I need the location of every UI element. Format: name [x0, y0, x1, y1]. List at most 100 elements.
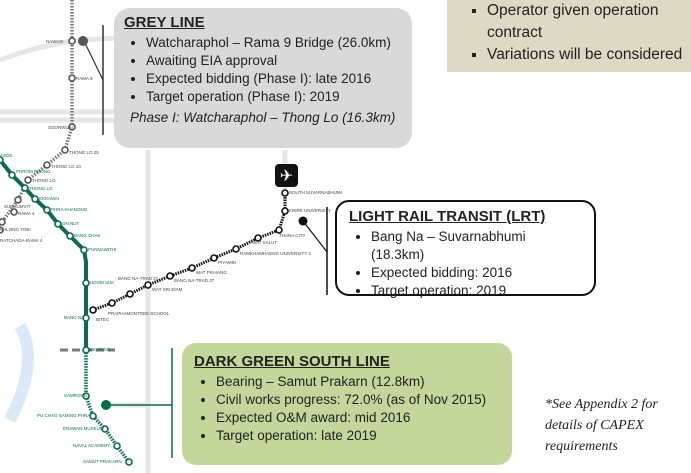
grey-phase: Phase I: Watcharaphol – Thong Lo (16.3km… — [130, 110, 396, 125]
station-label: SAMUT PRAKARN — [83, 459, 122, 464]
green-line-track — [0, 158, 88, 350]
station-marker — [0, 226, 4, 234]
station-label: KHLONG TOEI — [0, 227, 31, 232]
station-label: THANA CITY — [279, 233, 306, 238]
station-label: BITEC — [96, 317, 110, 322]
station-label: UDOM SUK — [90, 280, 114, 285]
station-label: NAVAL ACADEMY — [73, 443, 110, 448]
airport-icon — [275, 164, 298, 187]
grey-bullet: Target operation (Phase I): 2019 — [146, 88, 402, 106]
station-marker — [43, 161, 51, 169]
lrt-box: LIGHT RAIL TRANSIT (LRT) Bang Na – Suvar… — [335, 200, 596, 298]
station-marker — [144, 281, 152, 289]
station-marker — [66, 232, 74, 240]
station-label: THONG LO — [29, 186, 53, 191]
green-bullet: Civil works progress: 72.0% (as of Nov 2… — [216, 391, 500, 409]
station-label: SUKHUMVIT — [4, 204, 31, 209]
station-marker — [101, 425, 109, 433]
grey-connector — [83, 40, 104, 81]
station-marker — [126, 290, 134, 298]
station-marker — [210, 254, 218, 262]
station-marker — [82, 279, 90, 287]
grey-line-marker — [78, 36, 88, 46]
station-label: PU CHAO SAMING PHRAI — [37, 413, 92, 418]
lrt-bullet: Target operation: 2019 — [371, 282, 582, 300]
station-label: THONG LO 25 — [69, 150, 99, 155]
station-marker — [21, 184, 29, 192]
station-marker — [89, 306, 97, 314]
station-marker — [54, 220, 62, 228]
station-marker — [281, 207, 289, 215]
stations: NAWASI RAMA 9 SOONWIJAI THONG LO 25 THONG LO… — [0, 37, 342, 466]
station-label: SOUTH SUVARNABHUMI — [289, 190, 342, 195]
station-marker — [0, 218, 6, 226]
station-marker — [281, 189, 289, 197]
station-label: ERAWAN MUSEUM — [63, 426, 104, 431]
station-label: RAMA 4 — [18, 211, 35, 216]
station-label: BANG NA — [64, 315, 84, 320]
station-marker — [0, 156, 4, 164]
station-label: WAT PRAIANG — [196, 270, 227, 275]
station-marker — [61, 146, 69, 154]
station-label: RATCHADA-RAMA 4 — [0, 238, 43, 243]
station-marker — [125, 458, 133, 466]
operator-box: Operator given operation contractVariati… — [447, 0, 691, 72]
station-label: BANG NA-TRAD 37 — [174, 278, 215, 283]
green-bullet: Target operation: late 2019 — [216, 427, 500, 445]
station-label: WAT SALUT — [252, 240, 277, 245]
green-bullet: Bearing – Samut Prakarn (12.8km) — [216, 373, 500, 391]
station-marker — [14, 196, 22, 204]
green-south-title: DARK GREEN SOUTH LINE — [194, 353, 390, 370]
grey-line-title: GREY LINE — [124, 14, 205, 31]
station-label: PRAPHAMONTREE SCHOOL — [108, 311, 170, 316]
station-label: ASOK — [0, 153, 13, 158]
station-label: BEARING — [90, 347, 111, 352]
green-bullet: Expected O&M award: mid 2016 — [216, 409, 500, 427]
plane-icon: ✈ — [280, 168, 293, 185]
grey-bullet: Expected bidding (Phase I): late 2016 — [146, 70, 402, 88]
lrt-title: LIGHT RAIL TRANSIT (LRT) — [349, 208, 546, 225]
station-label: KRIRK UNIVERSITY — [289, 208, 331, 213]
station-marker — [68, 123, 76, 131]
grey-bullet: Awaiting EIA approval — [146, 52, 402, 70]
station-marker — [68, 74, 76, 82]
station-label: EKKAMAI — [39, 196, 59, 201]
station-marker — [80, 246, 88, 254]
station-label: THONG LO 10 — [51, 164, 81, 169]
station-label: SAMRONG — [64, 393, 88, 398]
station-marker — [24, 176, 32, 184]
grey-bullet: Watcharaphol – Rama 9 Bridge (26.0km) — [146, 34, 402, 52]
lrt-bullet: Bang Na – Suvarnabhumi (18.3km) — [371, 228, 582, 264]
river — [4, 322, 34, 423]
station-marker — [31, 195, 39, 203]
station-marker — [43, 206, 51, 214]
station-label: RAMA 9 — [76, 76, 93, 81]
station-label: RAMKHAMHAENG UNIVERSITY 2 — [240, 251, 311, 256]
station-marker — [82, 392, 90, 400]
station-label: PHROM PHONG — [16, 169, 51, 174]
operator-bullet: Operator given operation contract — [487, 0, 691, 44]
lrt-marker — [298, 216, 308, 226]
station-marker — [10, 208, 18, 216]
station-marker — [68, 37, 76, 45]
station-marker — [89, 412, 97, 420]
lrt-bullet: Expected bidding: 2016 — [371, 264, 582, 282]
station-marker — [82, 346, 90, 354]
station-marker — [82, 314, 90, 322]
station-label: SOONWIJAI — [48, 125, 73, 130]
station-marker — [8, 171, 16, 179]
station-label: BANG CHAK — [74, 233, 101, 238]
operator-bullet: Variations will be considered — [487, 44, 691, 66]
station-label: PUNNAWITHI — [88, 247, 116, 252]
appendix-note: *See Appendix 2 for details of CAPEX req… — [545, 397, 658, 454]
station-label: NAWASI — [46, 39, 63, 44]
station-label: THONG LO — [32, 178, 56, 183]
station-marker — [113, 442, 121, 450]
station-label: BANG NA-TRAD 21 — [118, 276, 159, 281]
green-south-box: DARK GREEN SOUTH LINE Bearing – Samut Pr… — [182, 343, 512, 465]
station-marker — [188, 264, 196, 272]
station-marker — [108, 299, 116, 307]
station-label: ON NUT — [62, 221, 79, 226]
station-marker — [232, 245, 240, 253]
